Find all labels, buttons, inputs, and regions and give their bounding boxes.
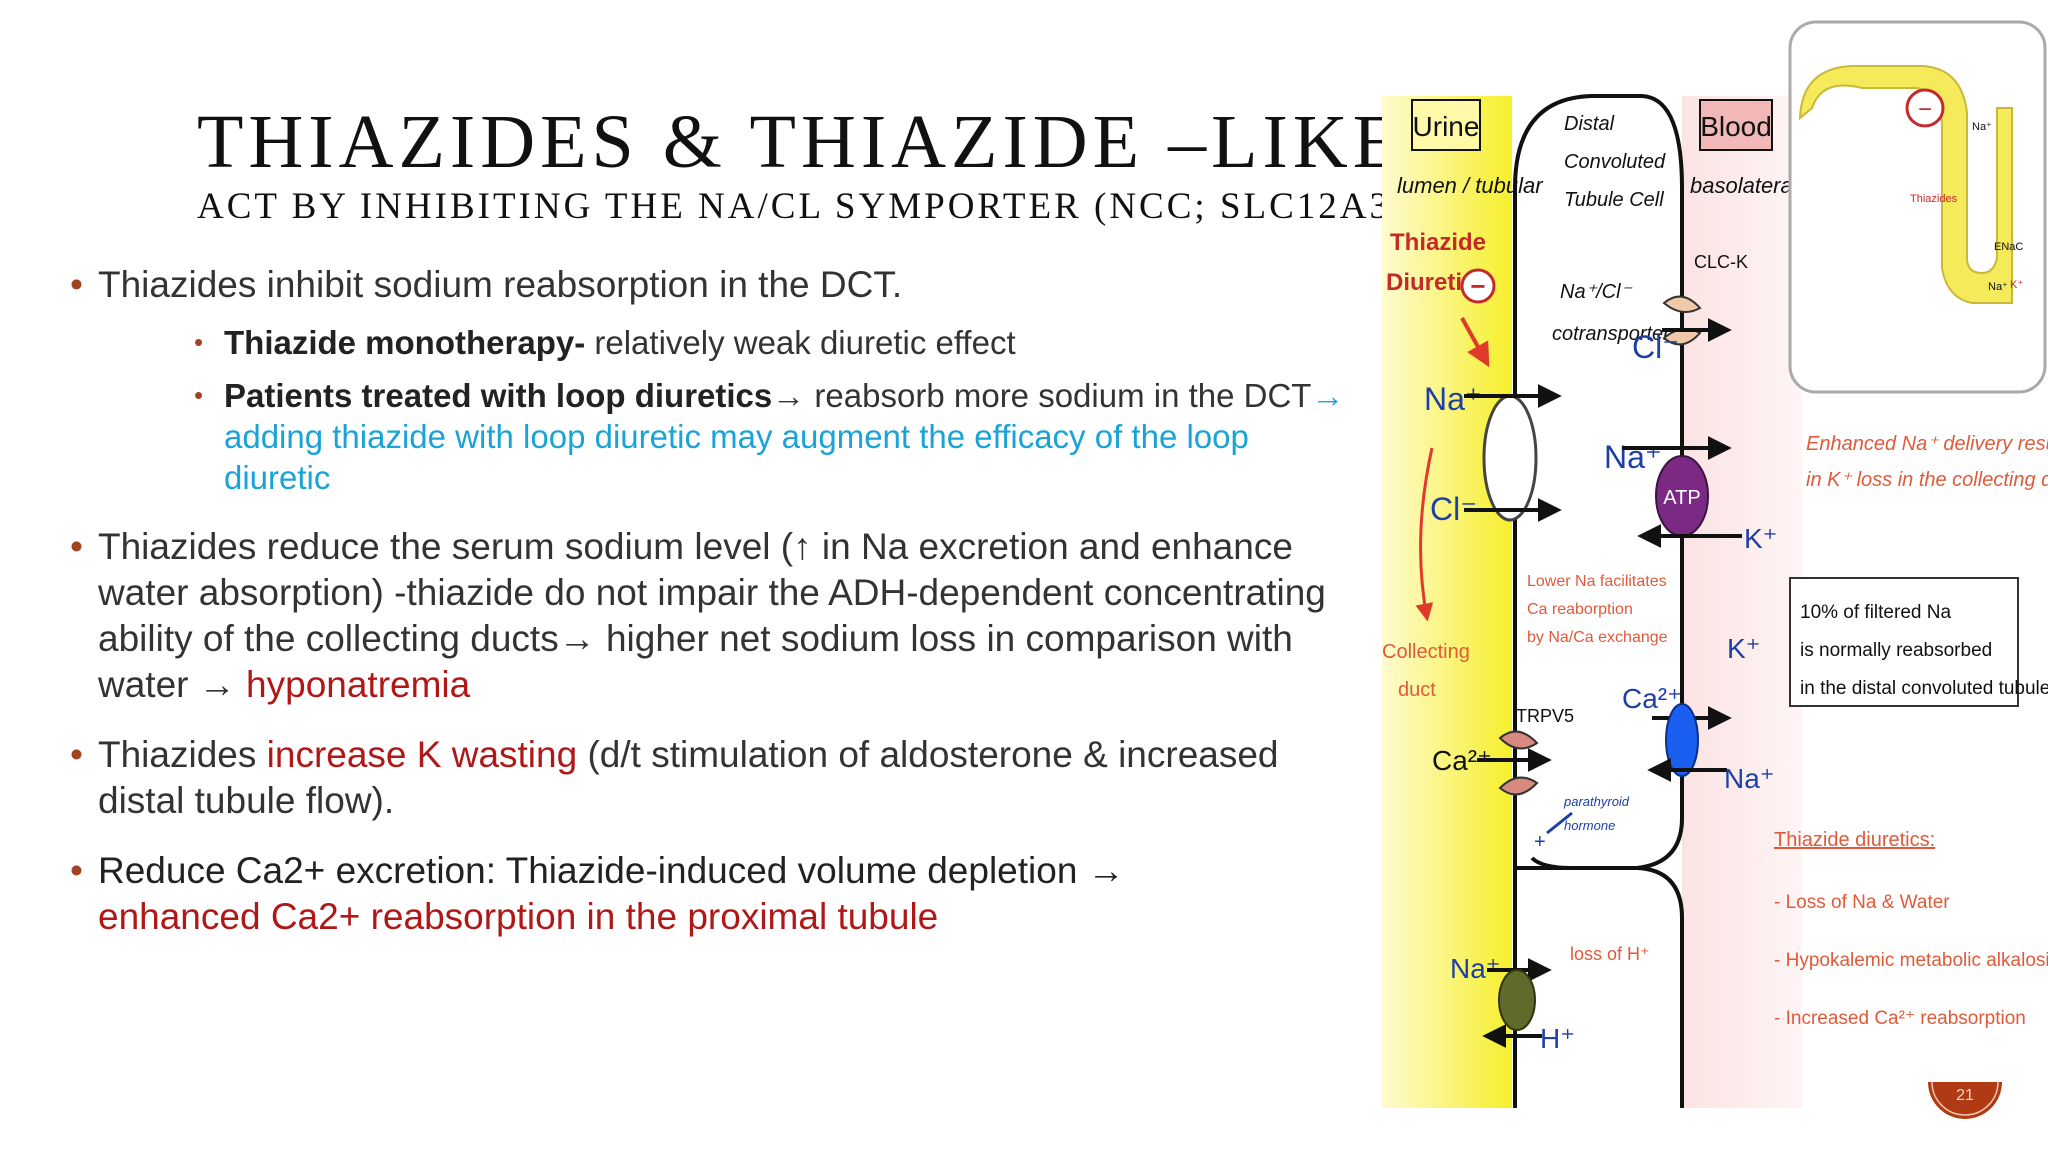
bullet-dct-inhibition: • Thiazides inhibit sodium reabsorption … — [68, 262, 1358, 308]
bullet-calcium: • Reduce Ca2+ excretion: Thiazide-induce… — [68, 848, 1358, 940]
blood-zone — [1682, 96, 1802, 1108]
pth-label-2: hormone — [1564, 818, 1615, 833]
lower-na-3: by Na/Ca exchange — [1527, 629, 1668, 646]
k-label-blood: K⁺ — [1727, 633, 1760, 664]
bullet-list: • Thiazides inhibit sodium reabsorption … — [68, 262, 1358, 954]
enhanced-label-1: Enhanced Na⁺ delivery results — [1806, 433, 2048, 455]
cell-label-1: Distal — [1564, 113, 1615, 135]
blood-box — [1699, 99, 1773, 151]
percent-box — [1789, 577, 2019, 707]
inhibit-icon — [1460, 268, 1496, 304]
pth-arrow — [1546, 811, 1573, 835]
ncc-label-1: Na⁺/Cl⁻ — [1560, 281, 1633, 303]
clck-label: CLC-K — [1694, 252, 1748, 272]
bullet-text: Thiazides inhibit sodium reabsorption in… — [98, 264, 903, 305]
bullet-dot: • — [70, 734, 83, 775]
ncx-exchanger — [1665, 703, 1699, 777]
percent-line-2: is normally reabsorbed — [1800, 640, 1992, 661]
na-label-ncx: Na⁺ — [1724, 763, 1775, 794]
highlight-text: enhanced Ca2+ reabsorption in the proxim… — [98, 896, 939, 937]
thiazide-arrow — [1460, 317, 1490, 368]
h-label: H⁺ — [1540, 1023, 1575, 1054]
bullet-text: → reabsorb more sodium in the DCT — [772, 377, 1312, 414]
ncc-label-2: cotransporter — [1552, 323, 1671, 345]
collecting-label-2: duct — [1398, 679, 1436, 701]
highlight-text: hyponatremia — [246, 664, 471, 705]
bullet-dot: • — [194, 380, 204, 410]
lower-na-1: Lower Na facilitates — [1527, 573, 1667, 590]
atp-label: ATP — [1663, 487, 1700, 509]
slide-subtitle: ACT BY INHIBITING THE NA/CL SYMPORTER (N… — [197, 186, 1382, 227]
lower-na-2: Ca reaborption — [1527, 601, 1633, 618]
nhe-exchanger — [1498, 969, 1536, 1031]
effect-1: - Loss of Na & Water — [1774, 892, 1950, 913]
urine-box — [1411, 99, 1481, 151]
percent-line-1: 10% of filtered Na — [1800, 602, 1951, 623]
inset-k: K⁺ — [2010, 279, 2023, 291]
bullet-k-wasting: • Thiazides increase K wasting (d/t stim… — [68, 732, 1358, 824]
minus-sign: − — [1470, 271, 1485, 301]
na-label-ncc: Na⁺ — [1424, 381, 1482, 417]
dct-diagram: Urine lumen / tubular Blood basolateral … — [1382, 18, 2048, 1118]
inset-thiazides: Thiazides — [1910, 193, 1958, 205]
inset-na: Na⁺ — [1972, 121, 1992, 133]
thiazide-label-1: Thiazide — [1390, 229, 1486, 256]
collecting-label-1: Collecting — [1382, 641, 1470, 663]
ncc-transporter — [1482, 394, 1538, 522]
collecting-arrow — [1415, 447, 1434, 622]
pth-plus: + — [1534, 831, 1546, 853]
cell-label-3: Tubule Cell — [1564, 189, 1664, 211]
k-label-atp: K⁺ — [1744, 523, 1777, 554]
pth-label-1: parathyroid — [1563, 794, 1630, 809]
urine-label: Urine — [1413, 111, 1480, 142]
cell-zone — [1512, 96, 1682, 1108]
bullet-hyponatremia: • Thiazides reduce the serum sodium leve… — [68, 524, 1358, 708]
sub-bullet-monotherapy: • Thiazide monotherapy- relatively weak … — [194, 322, 1358, 363]
bullet-text: (d/t stimulation of aldosterone & increa… — [98, 734, 1279, 821]
sub-bullet-loop-diuretics: • Patients treated with loop diuretics→ … — [194, 375, 1358, 498]
bullet-text: Reduce Ca2+ excretion: Thiazide-induced … — [98, 850, 1125, 891]
bullet-dot: • — [70, 526, 83, 567]
bullet-dot: • — [70, 850, 83, 891]
cl-label-clck: Cl⁻ — [1632, 329, 1679, 365]
slide-title-block: THIAZIDES & THIAZIDE –LIKE DIURETICS ACT… — [197, 100, 1382, 250]
trpv5-label: TRPV5 — [1516, 706, 1574, 726]
highlight-text: → adding thiazide with loop diuretic may… — [224, 377, 1345, 496]
bullet-text: relatively weak diuretic effect — [585, 324, 1016, 361]
bullet-text: Thiazides — [98, 734, 267, 775]
bullet-text: Thiazides reduce the serum sodium level … — [98, 526, 1326, 705]
lower-cell-outline — [1514, 865, 1684, 1108]
na-label-atp: Na⁺ — [1604, 439, 1662, 475]
trpv5-channel — [1498, 730, 1539, 796]
effects-heading: Thiazide diuretics: — [1774, 829, 1935, 851]
enhanced-label-2: in K⁺ loss in the collecting duct — [1806, 469, 2048, 491]
inset-enac: ENaC — [1994, 241, 2023, 253]
bullet-dot: • — [194, 327, 204, 357]
accent-bar — [0, 0, 20, 1152]
inset-na-2: Na⁺ — [1988, 281, 2008, 293]
effect-3: - Increased Ca²⁺ reabsorption — [1774, 1008, 2026, 1029]
effect-2: - Hypokalemic metabolic alkalosis — [1774, 950, 2048, 971]
page-number-badge: 21 — [1928, 1082, 2002, 1119]
loss-h-label: loss of H⁺ — [1570, 944, 1650, 964]
basolateral-label: basolateral — [1690, 173, 1799, 198]
blood-label: Blood — [1700, 111, 1772, 142]
bold-text: Thiazide monotherapy- — [224, 324, 586, 361]
inset-inhibit-icon — [1905, 88, 1945, 128]
slide-title: THIAZIDES & THIAZIDE –LIKE DIURETICS — [197, 100, 1382, 184]
highlight-text: increase K wasting — [266, 734, 578, 775]
percent-line-3: in the distal convoluted tubule — [1800, 678, 2048, 699]
ca-label-ncx: Ca²⁺ — [1622, 683, 1682, 714]
bold-text: Patients treated with loop diuretics — [224, 377, 773, 414]
lumen-label: lumen / tubular — [1397, 173, 1544, 198]
urine-zone — [1382, 96, 1512, 1108]
page-number: 21 — [1956, 1087, 1974, 1104]
cell-label-2: Convoluted — [1564, 151, 1666, 173]
bullet-dot: • — [70, 264, 83, 305]
inset-minus: − — [1918, 96, 1932, 123]
